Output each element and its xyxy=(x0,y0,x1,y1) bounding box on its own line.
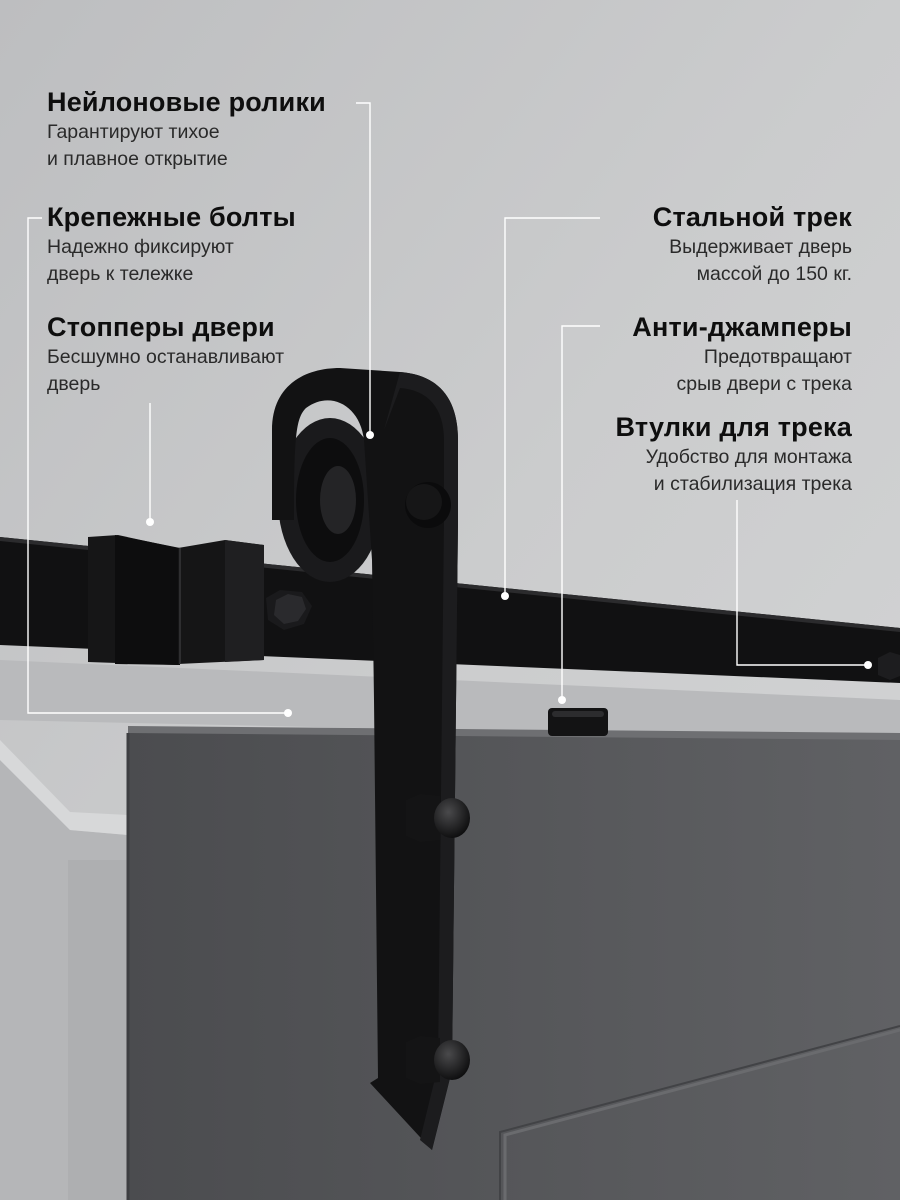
callout-description-line: Бесшумно останавливают xyxy=(47,346,285,368)
callout-door-stoppers: Стопперы двери Бесшумно останавливают дв… xyxy=(47,310,284,398)
callout-title: Крепежные болты xyxy=(47,202,296,232)
callout-description-line: Гарантируют тихое xyxy=(47,121,220,143)
door-top-edge xyxy=(128,726,900,740)
callout-line-mounting-bolts xyxy=(27,217,288,714)
callout-anti-jumpers: Анти-джамперы Предотвращают срыв двери с… xyxy=(632,310,852,398)
callout-dot-track-spacers xyxy=(864,661,872,669)
callout-description-line: и стабилизация трека xyxy=(653,473,852,495)
door-panel-bevel xyxy=(503,1028,900,1200)
callout-track-spacers: Втулки для трека Удобство для монтажа и … xyxy=(616,410,852,498)
callout-dot-anti-jumpers xyxy=(558,696,566,704)
callout-line-track-spacers xyxy=(736,500,868,666)
callout-description-line: Предотвращают xyxy=(703,346,852,368)
background-doorframe-edge xyxy=(0,740,128,835)
trolley-strap-edge xyxy=(384,372,458,1150)
callout-dot-steel-track xyxy=(501,592,509,600)
callout-dots xyxy=(146,431,872,717)
spacer-bolt-face xyxy=(274,594,306,624)
callout-title: Втулки для трека xyxy=(615,412,852,442)
callout-dot-mounting-bolts xyxy=(284,709,292,717)
mounting-nut-middle xyxy=(406,794,470,842)
trolley-strap xyxy=(272,368,458,1150)
track-end-bolt xyxy=(878,652,900,680)
callout-mounting-bolts: Крепежные болты Надежно фиксируют дверь … xyxy=(47,200,296,288)
callout-description-line: Надежно фиксируют xyxy=(47,236,234,258)
callout-description-line: Выдерживает дверь xyxy=(669,236,852,258)
callout-title: Анти-джамперы xyxy=(632,312,852,342)
callout-description-line: массой до 150 кг. xyxy=(696,263,852,285)
callout-title: Стопперы двери xyxy=(47,312,275,342)
callout-description-line: дверь xyxy=(47,373,101,395)
callout-line-steel-track xyxy=(504,217,600,596)
callout-description-line: и плавное открытие xyxy=(47,148,228,170)
callout-description-line: срыв двери с трека xyxy=(676,373,853,395)
callout-lines xyxy=(27,102,868,714)
callout-line-anti-jumpers xyxy=(561,325,600,700)
background-door-side xyxy=(68,860,128,1200)
callout-description-line: Удобство для монтажа xyxy=(645,446,852,468)
callout-steel-track: Стальной трек Выдерживает дверь массой д… xyxy=(653,200,852,288)
callout-description-line: дверь к тележке xyxy=(47,263,194,285)
door-panel-bevel-shadow xyxy=(499,1025,900,1200)
door-stopper-block-side xyxy=(225,540,264,662)
barn-door xyxy=(128,730,900,1200)
anti-jumper-highlight xyxy=(552,711,604,717)
callout-nylon-rollers: Нейлоновые ролики Гарантируют тихое и пл… xyxy=(47,85,326,173)
callout-line-nylon-rollers xyxy=(356,102,371,435)
mounting-bolt-top-face xyxy=(406,484,442,520)
mounting-nut-bottom xyxy=(406,1036,470,1084)
nylon-roller-hub xyxy=(320,466,356,534)
callout-dot-nylon-rollers xyxy=(366,431,374,439)
callout-title: Нейлоновые ролики xyxy=(47,87,326,117)
callout-title: Стальной трек xyxy=(652,202,852,232)
callout-dot-door-stoppers xyxy=(146,518,154,526)
door-stopper-front xyxy=(115,535,180,665)
